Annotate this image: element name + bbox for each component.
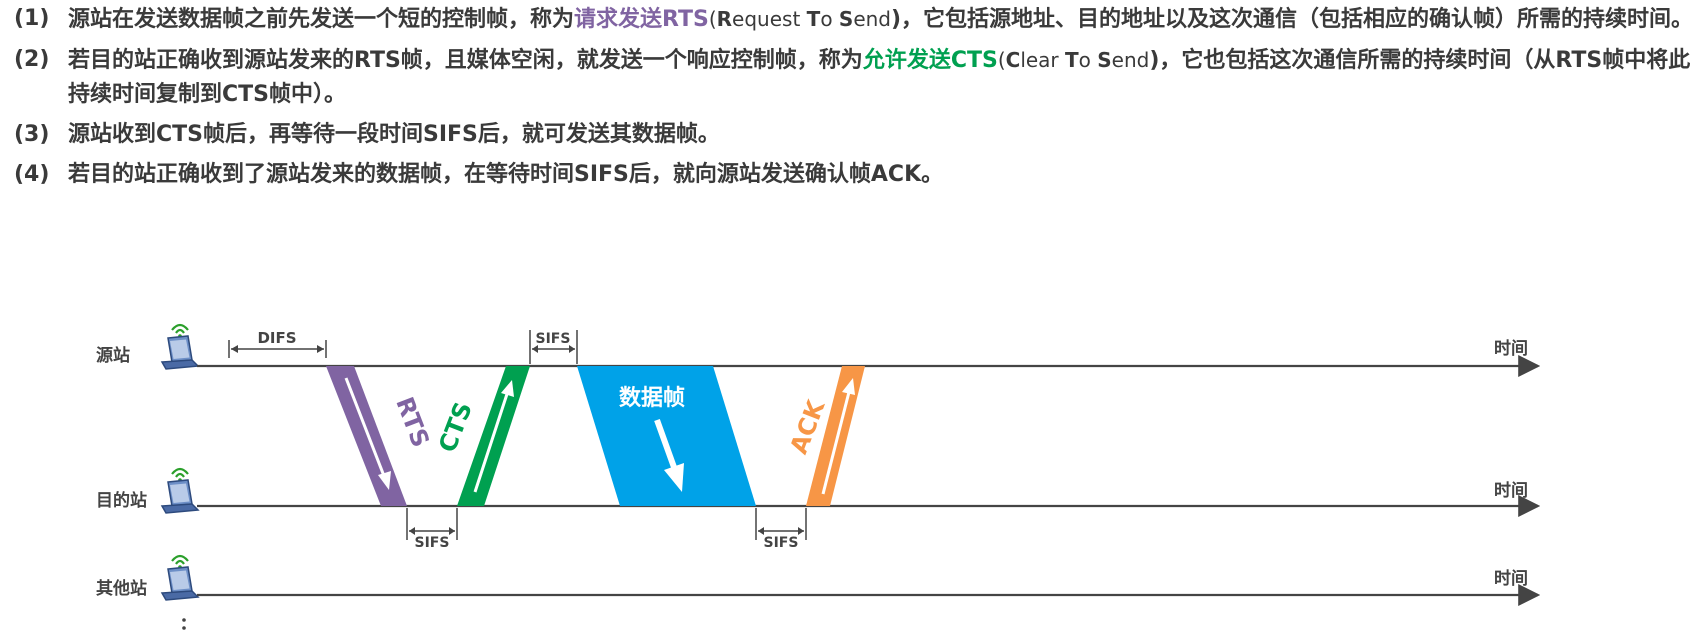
sifs-interval-3: SIFS [755,508,807,551]
dest-laptop-icon [160,467,200,515]
rts-expansion: (Request To Send [709,7,891,31]
initial: C [1005,48,1021,72]
rts-label: RTS [390,393,434,451]
word: end [1111,48,1150,72]
sifs-label: SIFS [536,331,571,347]
source-station-label: 源站 [96,345,130,366]
step-text-part: 若目的站正确收到源站发来的RTS帧，且媒体空闲，就发送一个响应控制帧，称为 [68,48,863,73]
continuation-dot [182,618,186,622]
initial: R [716,7,733,31]
step-number: (4) [14,162,50,187]
step-text-part: )，它包括源地址、目的地址以及这次通信（包括相应的确认帧）所需的持续时间。 [891,7,1694,32]
word: lear [1020,48,1066,72]
step-text-part: 源站在发送数据帧之前先发送一个短的控制帧，称为 [68,7,575,32]
other-time-label: 时间 [1494,568,1528,589]
rts-highlight: 请求发送RTS [574,7,709,32]
other-station-label: 其他站 [96,578,147,599]
word: o [1078,48,1098,72]
ack-frame: ACK [785,366,865,506]
difs-interval: DIFS [228,329,327,358]
initial: S [1097,48,1112,72]
difs-label: DIFS [257,329,296,347]
rts-frame: RTS [326,366,435,506]
word: equest [732,7,807,31]
source-time-label: 时间 [1494,338,1528,359]
step-text: 若目的站正确收到了源站发来的数据帧，在等待时间SIFS后，就向源站发送确认帧AC… [68,162,944,187]
continuation-dot [182,626,186,630]
step-number: (2) [14,47,50,72]
step-text: 源站收到CTS帧后，再等待一段时间SIFS后，就可发送其数据帧。 [68,122,720,147]
paren: ( [997,48,1006,72]
sifs-label: SIFS [764,535,799,551]
step-number: (3) [14,122,50,147]
sifs-interval-1: SIFS [529,330,578,364]
initial: S [838,7,854,31]
sifs-label: SIFS [415,535,450,551]
step-1: (1) 源站在发送数据帧之前先发送一个短的控制帧，称为请求发送RTS(Reque… [14,2,1694,37]
step-text-part: )，它也包括这次通信所需的持续时间（从RTS帧中将此持续时间复制到CTS帧中）。 [68,48,1691,107]
other-laptop-icon [160,554,200,602]
data-frame: 数据帧 [577,366,756,506]
source-laptop-icon [160,323,200,371]
dest-station-label: 目的站 [96,490,147,511]
dest-time-label: 时间 [1494,480,1528,501]
word: end [853,7,891,31]
description-text: (1) 源站在发送数据帧之前先发送一个短的控制帧，称为请求发送RTS(Reque… [14,2,1694,198]
step-3: (3) 源站收到CTS帧后，再等待一段时间SIFS后，就可发送其数据帧。 [14,118,1694,152]
word: o [820,7,839,31]
step-2: (2) 若目的站正确收到源站发来的RTS帧，且媒体空闲，就发送一个响应控制帧，称… [14,43,1694,112]
step-number: (1) [14,6,50,31]
cts-label: CTS [433,398,478,456]
paren: ( [708,7,717,31]
step-text: 源站在发送数据帧之前先发送一个短的控制帧，称为请求发送RTS(Request T… [68,2,1694,37]
initial: T [1065,48,1079,72]
cts-highlight: 允许发送CTS [862,48,998,73]
step-text: 若目的站正确收到源站发来的RTS帧，且媒体空闲，就发送一个响应控制帧，称为允许发… [68,43,1694,112]
step-4: (4) 若目的站正确收到了源站发来的数据帧，在等待时间SIFS后，就向源站发送确… [14,158,1694,192]
cts-expansion: (Clear To Send [998,48,1150,72]
initial: T [806,7,821,31]
data-frame-label: 数据帧 [619,385,685,411]
sifs-interval-2: SIFS [406,508,458,551]
cts-frame: CTS [433,366,530,506]
